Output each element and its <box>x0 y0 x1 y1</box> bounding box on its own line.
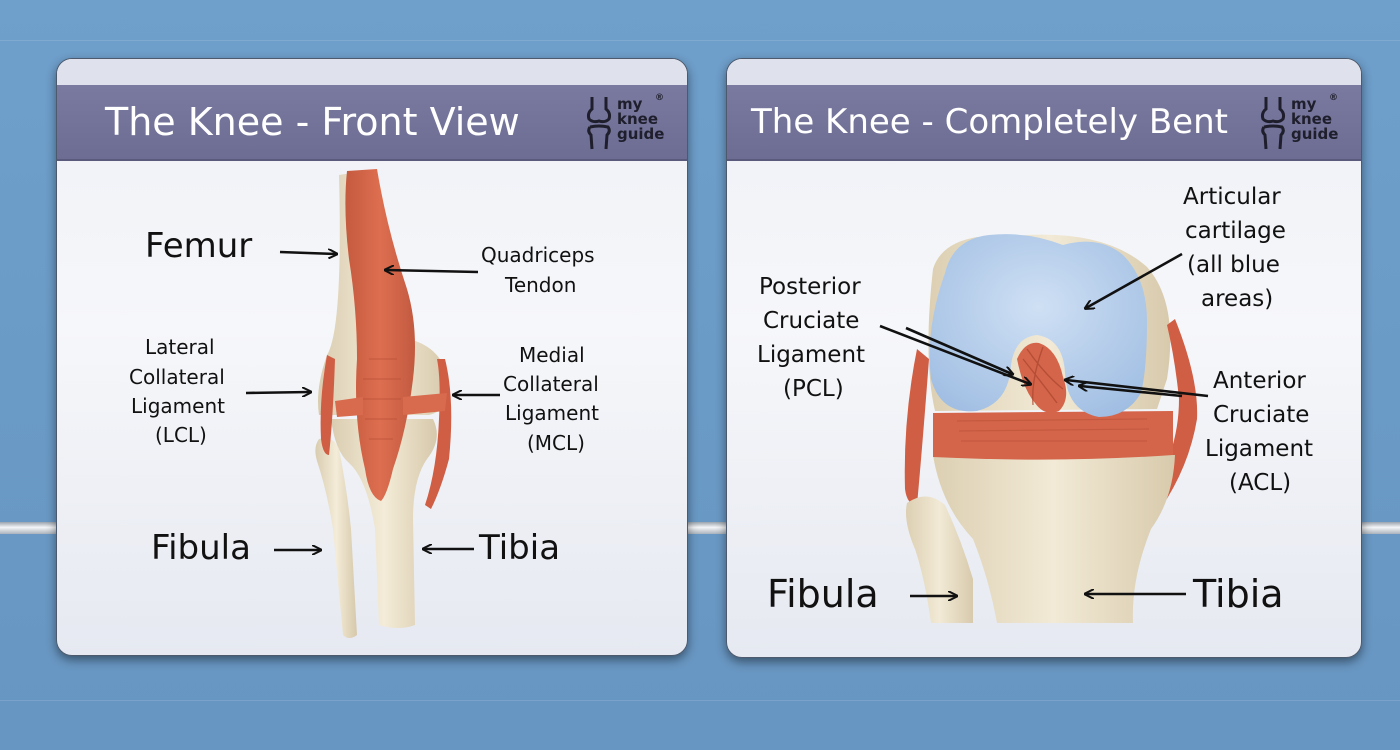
bent-view-panel: The Knee - Completely Bent my knee guide… <box>726 58 1362 658</box>
label-cartilage-line4: areas) <box>1201 286 1274 312</box>
registered-mark: ® <box>655 93 664 103</box>
label-acl-line3: Ligament <box>1205 436 1314 462</box>
front-view-title: The Knee - Front View <box>105 100 520 144</box>
label-pcl-line1: Posterior <box>759 274 861 300</box>
label-lcl-line3: Ligament <box>131 394 225 418</box>
logo-word-knee: knee <box>1291 110 1333 128</box>
label-cartilage-line2: cartilage <box>1185 218 1286 244</box>
label-cartilage-line1: Articular <box>1183 184 1281 210</box>
tibia-bone <box>933 455 1175 623</box>
logo-wordmark: my knee guide <box>617 97 664 142</box>
label-pcl-line2: Cruciate <box>763 308 860 334</box>
my-knee-guide-logo: my knee guide ® <box>583 93 673 151</box>
label-fibula: Fibula <box>767 572 879 616</box>
label-mcl-line1: Medial <box>519 343 585 367</box>
label-acl-line4: (ACL) <box>1229 470 1292 496</box>
label-femur: Femur <box>145 226 253 266</box>
label-pcl-line3: Ligament <box>757 342 866 368</box>
meniscus-striations <box>956 418 1150 442</box>
label-lcl-line2: Collateral <box>129 365 225 389</box>
knee-joint-logo-icon <box>1260 97 1286 150</box>
label-lcl-line4: (LCL) <box>155 423 207 447</box>
front-view-panel: The Knee - Front View my knee guide ® <box>56 58 688 656</box>
front-view-knee-illustration <box>315 169 452 638</box>
label-tibia: Tibia <box>1193 572 1284 616</box>
muscle-striations <box>363 358 401 440</box>
label-pcl-line4: (PCL) <box>783 376 844 402</box>
label-acl-line2: Cruciate <box>1213 402 1310 428</box>
logo-word-my: my <box>617 95 643 113</box>
fibula-bone <box>315 438 357 638</box>
my-knee-guide-logo: my knee guide ® <box>1257 93 1347 151</box>
label-mcl-line3: Ligament <box>505 401 599 425</box>
meniscus-band <box>335 393 447 417</box>
logo-word-guide: guide <box>617 125 665 143</box>
label-quadriceps-line1: Quadriceps <box>481 243 595 267</box>
label-mcl-line4: (MCL) <box>527 431 585 455</box>
quadriceps-tendon <box>345 169 415 501</box>
label-cartilage-line3: (all blue <box>1187 252 1280 278</box>
bent-view-title: The Knee - Completely Bent <box>751 102 1228 142</box>
meniscus-band <box>933 411 1173 460</box>
tibia-bone <box>331 419 437 628</box>
panel-top-band <box>57 59 687 85</box>
logo-wordmark: my knee guide <box>1291 97 1338 142</box>
logo-word-guide: guide <box>1291 125 1339 143</box>
lateral-ligament <box>904 349 929 505</box>
lcl-ligament <box>320 355 335 455</box>
logo-word-my: my <box>1291 95 1317 113</box>
front-view-header: The Knee - Front View my knee guide ® <box>57 85 687 161</box>
knee-joint-logo-icon <box>586 97 612 150</box>
logo-word-knee: knee <box>617 110 659 128</box>
bent-view-header: The Knee - Completely Bent my knee guide… <box>727 85 1361 161</box>
panel-top-band <box>727 59 1361 85</box>
label-mcl-line2: Collateral <box>503 372 599 396</box>
label-tibia: Tibia <box>479 528 561 568</box>
label-quadriceps-line2: Tendon <box>505 273 577 297</box>
label-lcl-line1: Lateral <box>145 335 215 359</box>
label-acl-line1: Anterior <box>1213 368 1306 394</box>
registered-mark: ® <box>1329 93 1338 103</box>
label-fibula: Fibula <box>151 528 251 568</box>
